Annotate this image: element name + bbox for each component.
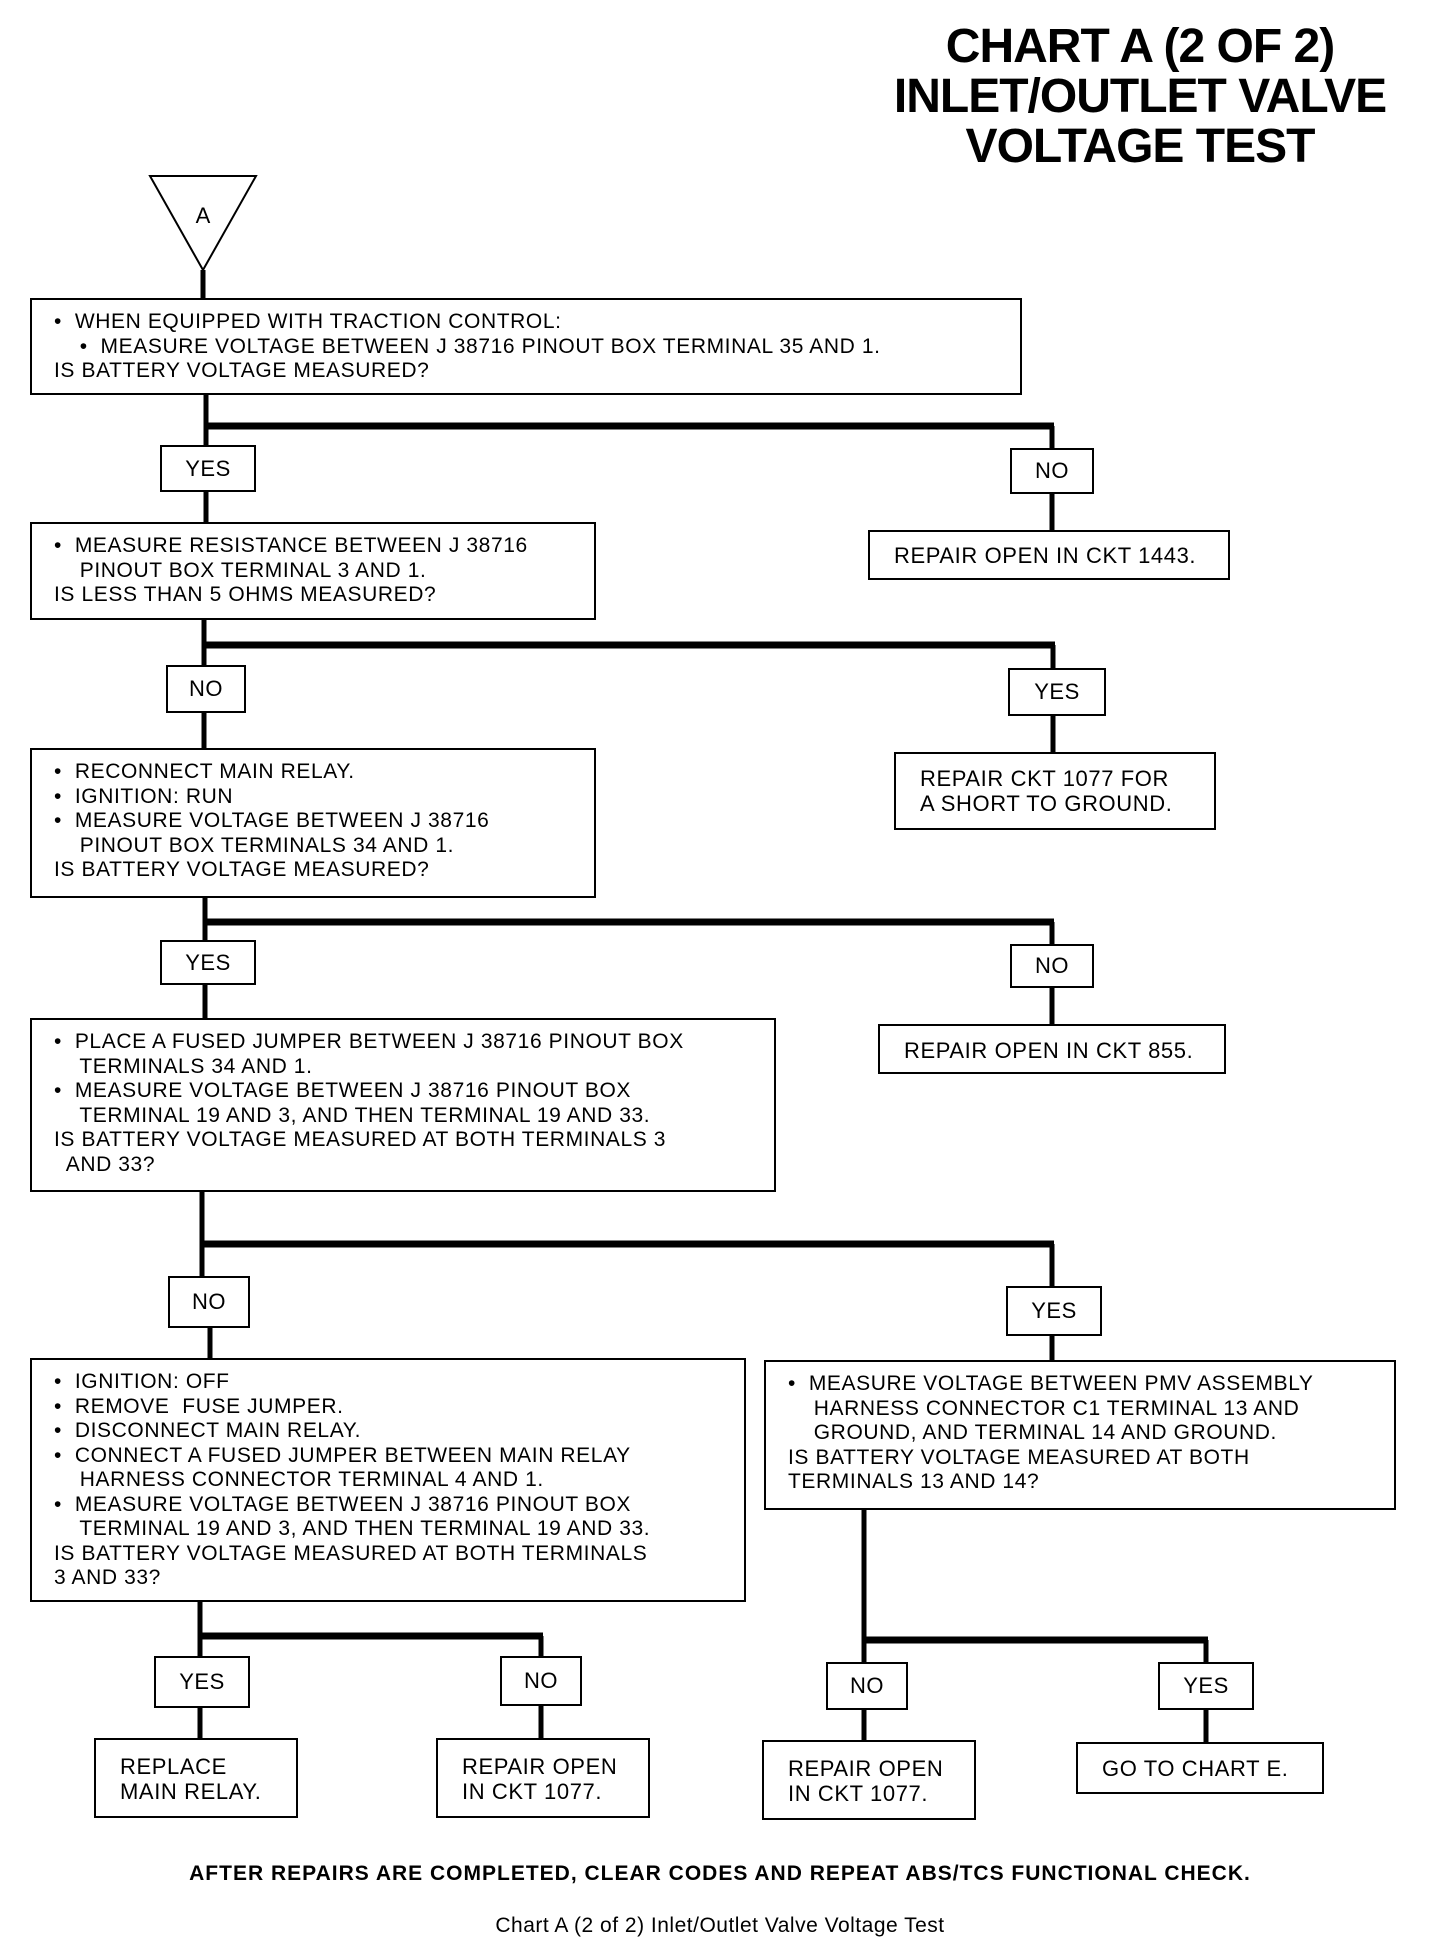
figure-caption: Chart A (2 of 2) Inlet/Outlet Valve Volt…: [495, 1914, 945, 1937]
text-line: GROUND, AND TERMINAL 14 AND GROUND.: [788, 1421, 1277, 1444]
text-line: • IGNITION: OFF: [54, 1370, 230, 1393]
start-triangle-shape: [148, 175, 258, 273]
text-line: • REMOVE FUSE JUMPER.: [54, 1394, 344, 1418]
answer-label-yes: YES: [154, 1656, 250, 1708]
text-line: HARNESS CONNECTOR TERMINAL 4 AND 1.: [54, 1468, 544, 1491]
text-line: TERMINAL 19 AND 3, AND THEN TERMINAL 19 …: [54, 1103, 651, 1127]
text-line: HARNESS CONNECTOR C1 TERMINAL 13 AND: [788, 1396, 1300, 1420]
step-box-measure-resistance: • MEASURE RESISTANCE BETWEEN J 38716 PIN…: [30, 522, 596, 620]
text-line: • WHEN EQUIPPED WITH TRACTION CONTROL:: [54, 310, 562, 333]
title-line-2: INLET/OUTLET VALVE: [893, 70, 1387, 123]
chart-title: CHART A (2 OF 2) INLET/OUTLET VALVE VOLT…: [880, 22, 1400, 172]
step-box-pmv-assembly: • MEASURE VOLTAGE BETWEEN PMV ASSEMBLY H…: [764, 1360, 1396, 1510]
result-box-repair-ckt-855: REPAIR OPEN IN CKT 855.: [878, 1024, 1226, 1074]
answer-label-yes: YES: [1006, 1286, 1102, 1336]
text-line: REPLACE: [120, 1754, 227, 1779]
text-line: 3 AND 33?: [54, 1566, 161, 1589]
step-box-reconnect-relay: • RECONNECT MAIN RELAY.• IGNITION: RUN• …: [30, 748, 596, 898]
text-line: IN CKT 1077.: [462, 1779, 603, 1804]
text-line: • IGNITION: RUN: [54, 784, 234, 808]
result-box-go-to-chart-e: GO TO CHART E.: [1076, 1742, 1324, 1794]
step-box-ignition-off: • IGNITION: OFF• REMOVE FUSE JUMPER.• DI…: [30, 1358, 746, 1602]
result-box-repair-ckt-1443: REPAIR OPEN IN CKT 1443.: [868, 530, 1230, 580]
step-box-fused-jumper: • PLACE A FUSED JUMPER BETWEEN J 38716 P…: [30, 1018, 776, 1192]
text-line: IS BATTERY VOLTAGE MEASURED AT BOTH TERM…: [54, 1541, 648, 1565]
text-line: IS BATTERY VOLTAGE MEASURED AT BOTH TERM…: [54, 1128, 667, 1151]
text-line: IS BATTERY VOLTAGE MEASURED?: [54, 359, 430, 382]
text-line: REPAIR OPEN IN CKT 1443.: [894, 543, 1197, 568]
answer-label-yes: YES: [1158, 1662, 1254, 1710]
footnote: AFTER REPAIRS ARE COMPLETED, CLEAR CODES…: [189, 1862, 1251, 1885]
text-line: IN CKT 1077.: [788, 1781, 929, 1806]
text-line: MAIN RELAY.: [120, 1779, 262, 1804]
text-line: IS BATTERY VOLTAGE MEASURED AT BOTH: [788, 1445, 1250, 1469]
answer-label-yes: YES: [160, 445, 256, 492]
text-line: GO TO CHART E.: [1102, 1756, 1289, 1781]
text-line: • MEASURE VOLTAGE BETWEEN J 38716 PINOUT…: [54, 1079, 631, 1102]
answer-label-no: NO: [1010, 944, 1094, 988]
step-box-traction-control: • WHEN EQUIPPED WITH TRACTION CONTROL: •…: [30, 298, 1022, 395]
text-line: TERMINAL 19 AND 3, AND THEN TERMINAL 19 …: [54, 1517, 651, 1540]
title-line-1: CHART A (2 OF 2): [945, 20, 1335, 73]
text-line: • MEASURE VOLTAGE BETWEEN PMV ASSEMBLY: [788, 1372, 1314, 1395]
text-line: A SHORT TO GROUND.: [920, 791, 1173, 816]
text-line: IS LESS THAN 5 OHMS MEASURED?: [54, 583, 437, 606]
text-line: REPAIR OPEN IN CKT 855.: [904, 1038, 1194, 1063]
answer-label-no: NO: [168, 1276, 250, 1328]
text-line: REPAIR OPEN: [462, 1754, 618, 1779]
text-line: • DISCONNECT MAIN RELAY.: [54, 1419, 362, 1442]
text-line: REPAIR OPEN: [788, 1756, 944, 1781]
answer-label-no: NO: [1010, 448, 1094, 494]
text-line: TERMINALS 13 AND 14?: [788, 1470, 1040, 1493]
text-line: • PLACE A FUSED JUMPER BETWEEN J 38716 P…: [54, 1030, 684, 1053]
text-line: AND 33?: [54, 1152, 156, 1176]
text-line: PINOUT BOX TERMINALS 34 AND 1.: [54, 833, 455, 857]
text-line: IS BATTERY VOLTAGE MEASURED?: [54, 858, 430, 881]
answer-label-yes: YES: [160, 940, 256, 985]
answer-label-no: NO: [166, 665, 246, 713]
text-line: • CONNECT A FUSED JUMPER BETWEEN MAIN RE…: [54, 1443, 631, 1467]
text-line: • RECONNECT MAIN RELAY.: [54, 760, 355, 783]
title-line-3: VOLTAGE TEST: [965, 120, 1316, 173]
text-line: REPAIR CKT 1077 FOR: [920, 766, 1169, 791]
text-line: • MEASURE VOLTAGE BETWEEN J 38716: [54, 809, 490, 832]
start-symbol: A: [196, 203, 211, 228]
text-line: • MEASURE RESISTANCE BETWEEN J 38716: [54, 534, 528, 557]
answer-label-yes: YES: [1008, 668, 1106, 716]
answer-label-no: NO: [500, 1656, 582, 1706]
text-line: • MEASURE VOLTAGE BETWEEN J 38716 PINOUT…: [54, 334, 881, 358]
text-line: PINOUT BOX TERMINAL 3 AND 1.: [54, 558, 427, 582]
text-line: TERMINALS 34 AND 1.: [54, 1054, 313, 1078]
text-line: • MEASURE VOLTAGE BETWEEN J 38716 PINOUT…: [54, 1492, 631, 1516]
answer-label-no: NO: [826, 1662, 908, 1710]
